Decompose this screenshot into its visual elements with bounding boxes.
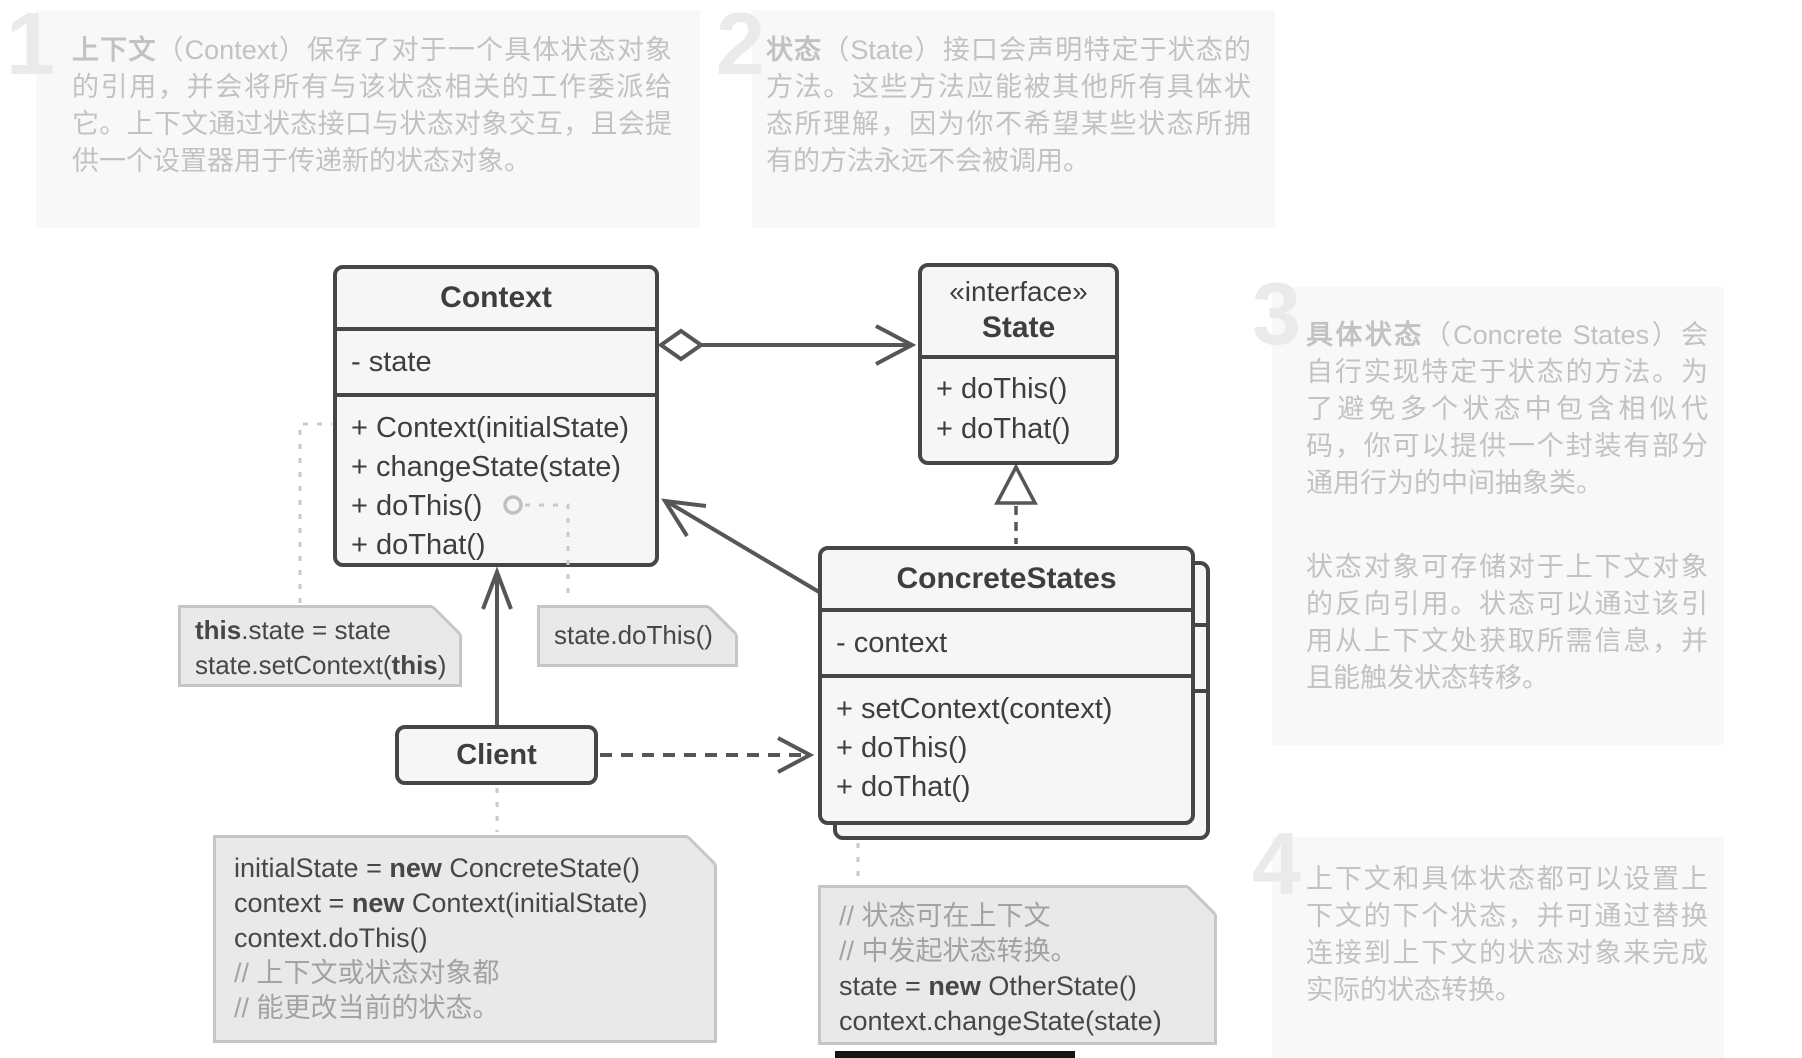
class-context-field: - state: [337, 331, 655, 397]
note-fold-corner-icon: [708, 605, 738, 635]
method-dothat: + doThat(): [936, 413, 1071, 445]
note-client-code: initialState = new ConcreteState() conte…: [213, 835, 717, 1043]
client-concrete-arrowhead-icon: [777, 736, 815, 774]
note-line: context.changeState(state): [839, 1006, 1162, 1036]
method-setcontext: + setContext(context): [836, 693, 1113, 725]
interface-stereotype: «interface»: [949, 276, 1088, 307]
method-dothis: + doThis(): [351, 490, 483, 522]
annotation-body-2: （State）接口会声明特定于状态的方法。这些方法应能被其他所有具体状态所理解，…: [766, 35, 1252, 176]
class-context: Context - state + Context(initialState) …: [333, 265, 659, 567]
note-line: initialState = new ConcreteState(): [234, 853, 640, 883]
annotation-text-1: 上下文（Context）保存了对于一个具体状态对象的引用，并会将所有与该状态相关…: [72, 32, 672, 180]
association-line: [664, 499, 848, 610]
annotation-text-4: 上下文和具体状态都可以设置上下文的下个状态，并可通过替换连接到上下文的状态对象来…: [1306, 864, 1708, 1005]
interface-state-header: «interface» State: [922, 267, 1115, 359]
class-context-methods: + Context(initialState) + changeState(st…: [337, 397, 655, 565]
annotation-lead-2: 状态: [766, 35, 823, 65]
note-comment: // 能更改当前的状态。: [234, 993, 500, 1023]
note-comment: // 中发起状态转换。: [839, 936, 1078, 966]
step-number-3: 3: [1252, 264, 1301, 363]
interface-state-title: State: [981, 311, 1056, 344]
association-arrowhead-icon: [661, 498, 707, 538]
note-line: context = new Context(initialState): [234, 888, 648, 918]
annotation-lead-1: 上下文: [72, 35, 157, 65]
client-context-arrowhead-icon: [481, 566, 513, 610]
annotation-panel-4: 上下文和具体状态都可以设置上下文的下个状态，并可通过替换连接到上下文的状态对象来…: [1272, 837, 1724, 1058]
annotation-panel-3: 具体状态（Concrete States）会自行实现特定于状态的方法。为了避免多…: [1272, 287, 1724, 745]
class-concretestates-title: ConcreteStates: [822, 550, 1191, 612]
note-fold-corner-icon: [1187, 885, 1217, 915]
aggregation-arrowhead-icon: [875, 324, 917, 366]
annotation-panel-1: 上下文（Context）保存了对于一个具体状态对象的引用，并会将所有与该状态相关…: [36, 10, 700, 228]
annotation-body-1: （Context）保存了对于一个具体状态对象的引用，并会将所有与该状态相关的工作…: [72, 35, 672, 176]
interface-state: «interface» State + doThis() + doThat(): [918, 263, 1119, 465]
class-concretestates-field: - context: [822, 612, 1191, 678]
note-state-dothis: state.doThis(): [537, 605, 738, 667]
note-line: context.doThis(): [234, 923, 428, 953]
annotation-text-2: 状态（State）接口会声明特定于状态的方法。这些方法应能被其他所有具体状态所理…: [766, 32, 1251, 180]
annotation-text-3a: 具体状态（Concrete States）会自行实现特定于状态的方法。为了避免多…: [1306, 317, 1708, 502]
method-changestate: + changeState(state): [351, 451, 622, 483]
annotation-body-3: （Concrete States）会自行实现特定于状态的方法。为了避免多个状态中…: [1306, 320, 1708, 498]
note-state-assignment: this.state = state state.setContext(this…: [178, 605, 462, 687]
note-fold-corner-icon: [432, 605, 462, 635]
note-state-transition: // 状态可在上下文 // 中发起状态转换。 state = new Other…: [818, 885, 1217, 1045]
interface-state-methods: + doThis() + doThat(): [922, 359, 1115, 449]
class-context-title: Context: [337, 269, 655, 331]
method-dothis: + doThis(): [936, 373, 1068, 405]
class-client: Client: [395, 725, 598, 785]
note-line: state.setContext(this): [195, 650, 447, 680]
class-concretestates: ConcreteStates - context + setContext(co…: [818, 546, 1195, 825]
method-dothis: + doThis(): [836, 732, 968, 764]
note-line: state = new OtherState(): [839, 971, 1137, 1001]
bottom-crop-bar: [835, 1051, 1075, 1058]
step-number-2: 2: [716, 0, 765, 93]
step-number-1: 1: [6, 0, 55, 93]
method-constructor: + Context(initialState): [351, 412, 630, 444]
note-line: state.doThis(): [554, 620, 713, 650]
implements-triangle-icon: [994, 463, 1038, 505]
method-dothat: + doThat(): [351, 529, 486, 561]
class-concretestates-methods: + setContext(context) + doThis() + doTha…: [822, 678, 1191, 807]
step-number-4: 4: [1252, 814, 1301, 913]
aggregation-diamond-icon: [657, 328, 705, 362]
note-fold-corner-icon: [687, 835, 717, 865]
annotation-lead-3: 具体状态: [1306, 320, 1424, 350]
method-dothat: + doThat(): [836, 771, 971, 803]
note-comment: // 状态可在上下文: [839, 901, 1051, 931]
annotation-text-3b: 状态对象可存储对于上下文对象的反向引用。状态可以通过该引用从上下文处获取所需信息…: [1306, 552, 1708, 693]
note-line: this.state = state: [195, 615, 391, 645]
note-comment: // 上下文或状态对象都: [234, 958, 500, 988]
annotation-panel-2: 状态（State）接口会声明特定于状态的方法。这些方法应能被其他所有具体状态所理…: [752, 10, 1275, 228]
